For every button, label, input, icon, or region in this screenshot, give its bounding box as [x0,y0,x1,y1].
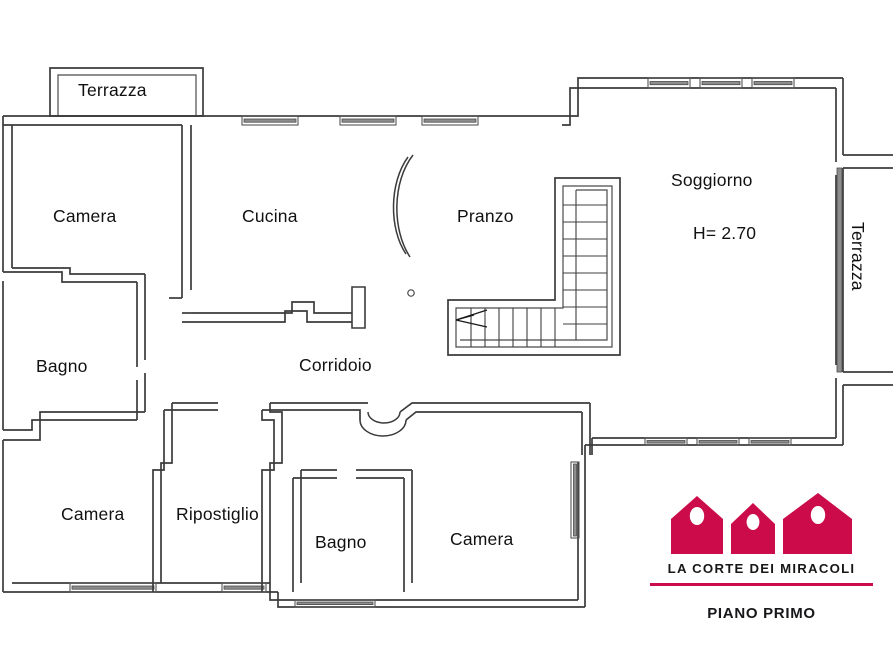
window-camera-right-side [570,461,580,539]
room-label-soggiorno: Soggiorno [671,170,753,190]
window [294,599,376,608]
window-group-bottom-wall [69,582,376,608]
window [221,582,267,593]
window-group-soggiorno-bottom [644,437,792,446]
room-label-bagno-left: Bagno [36,356,88,376]
window [751,77,795,89]
brand-logo-block: LA CORTE DEI MIRACOLI PIANO PRIMO [645,492,878,647]
door-swing-arc [392,154,414,258]
room-label-cucina: Cucina [242,206,298,226]
floor-label: PIANO PRIMO [707,605,816,622]
window [748,437,792,446]
room-label-camera-bottom-right: Camera [450,529,514,549]
window-group-soggiorno-top [647,77,795,89]
brand-name: LA CORTE DEI MIRACOLI [667,561,856,576]
brand-rule [650,583,873,586]
stair-direction-arrow [455,309,488,328]
room-label-bagno-bottom: Bagno [315,532,367,552]
soggiorno-outer-walls [562,77,844,455]
window [421,115,479,126]
three-houses-icon [671,493,852,554]
window [241,115,299,126]
staircase [447,177,621,356]
column-marker [407,289,415,297]
window [339,115,397,126]
window [647,77,691,89]
window [699,77,743,89]
window-group-top-wall [241,115,479,126]
room-label-soggiorno-height: H= 2.70 [693,223,757,243]
room-label-pranzo: Pranzo [457,206,514,226]
room-label-camera-bottom-left: Camera [61,504,125,524]
terrazza-right-area [836,154,893,386]
window [69,582,157,593]
room-label-terrazza-top: Terrazza [78,80,147,100]
window [696,437,740,446]
exterior-walls [2,115,586,608]
room-label-ripostiglio: Ripostiglio [176,504,259,524]
window [644,437,688,446]
room-label-corridoio: Corridoio [299,355,372,375]
interior-walls [3,125,591,592]
room-label-terrazza-right: Terrazza [848,222,868,291]
room-label-camera-top-left: Camera [53,206,117,226]
